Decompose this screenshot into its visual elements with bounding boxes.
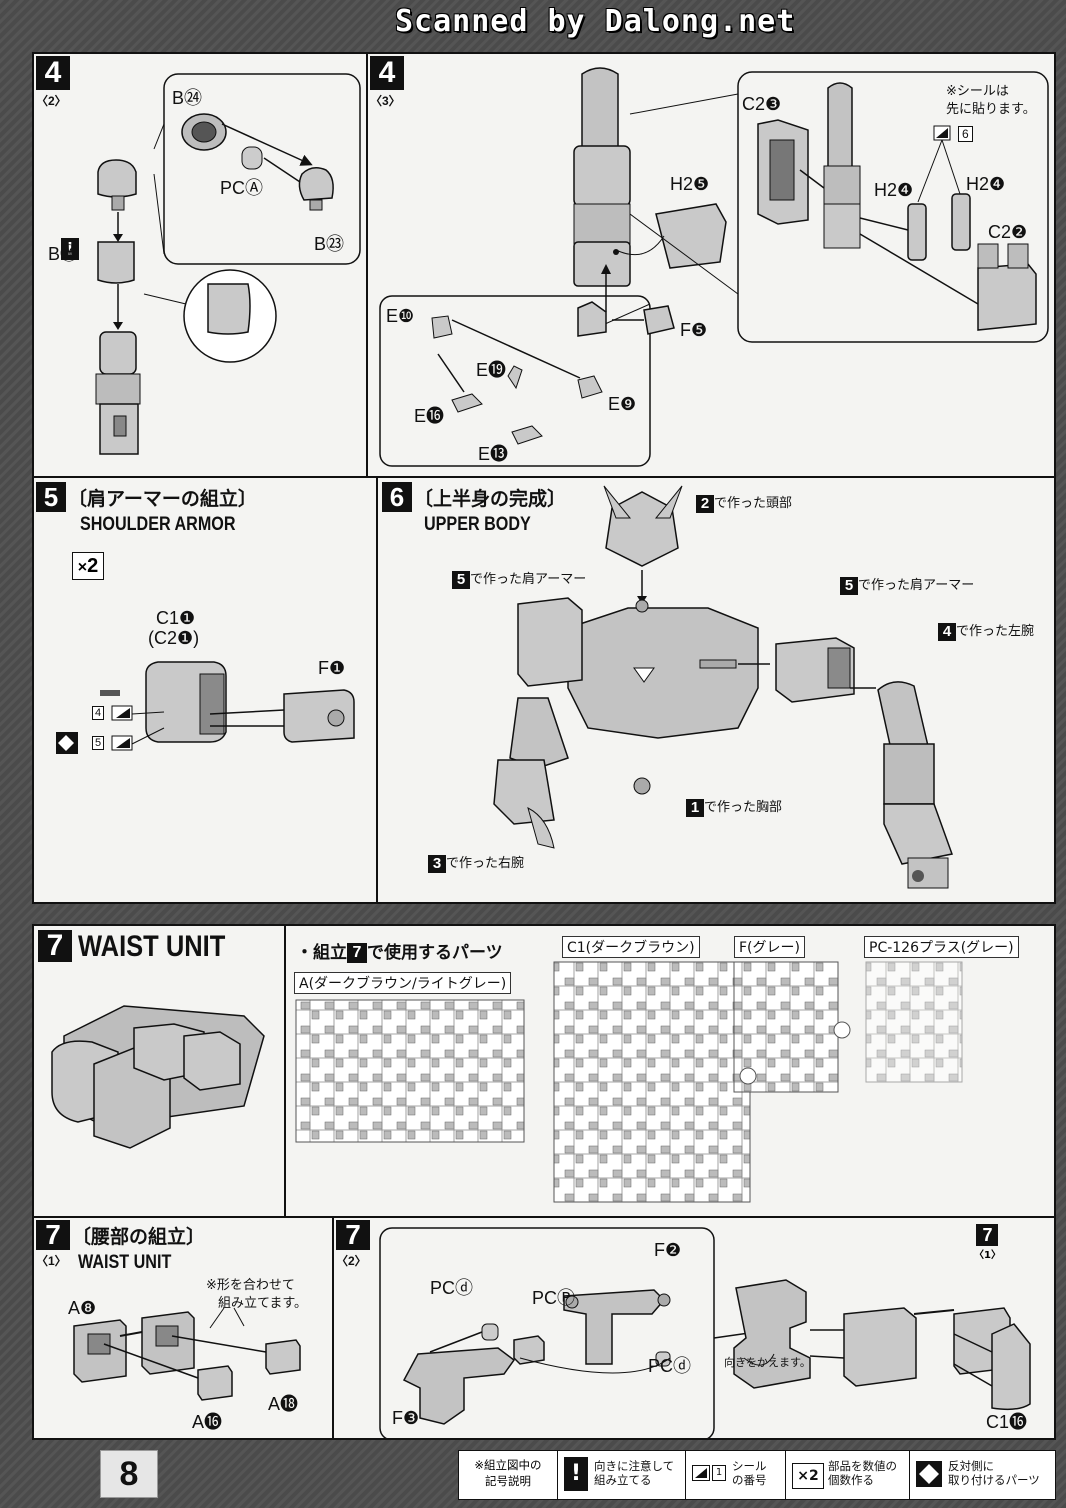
step-6-illustration: [493, 485, 954, 889]
part-label-a8: A❽: [68, 1298, 97, 1318]
multiplier-icon: ×2: [792, 1463, 824, 1489]
shape-note-line2: 組み立てます。: [218, 1296, 308, 1311]
step-7-2-panel: 7 〈2〉: [332, 1216, 1056, 1440]
runner-sheets-illustration: [295, 961, 963, 1203]
part-label-c2-3: C2❸: [742, 94, 782, 114]
legend-multiplier: ×2 部品を数値の個数作る: [785, 1451, 910, 1499]
part-label-e13: E⓭: [478, 444, 509, 464]
opposite-side-icon: [916, 1461, 942, 1487]
step-4-2-panel: 4 〈2〉: [32, 52, 368, 478]
step-number: 7: [36, 1220, 70, 1250]
step-number: 7: [336, 1220, 370, 1250]
multiplier-value: 2: [87, 555, 99, 577]
part-label-pc-d-1: PCⓓ: [430, 1278, 474, 1298]
ref-step-7-1: 7 〈1〉: [974, 1224, 1001, 1261]
part-label-h2-4b: H2❹: [966, 174, 1006, 194]
step-number: 4: [36, 56, 70, 90]
step-7-2-illustration: [379, 1227, 1031, 1438]
part-label-c2-1: (C2❶): [148, 628, 200, 648]
sticker-number-5: 5: [92, 736, 105, 750]
waist-unit-illustration: [51, 1005, 265, 1149]
svg-text:!: !: [67, 239, 73, 259]
substep-label: 〈1〉: [36, 1254, 67, 1268]
step-number: 7: [38, 930, 72, 962]
substep-label: 〈2〉: [36, 94, 67, 108]
legend-opposite-side: 反対側に取り付けるパーツ: [909, 1451, 1056, 1499]
scan-banner-text: Scanned by Dalong.net: [395, 4, 796, 39]
runner-c1-title: C1(ダークブラウン): [562, 936, 700, 958]
sticker-number: 6: [958, 126, 973, 142]
step-5-illustration: [56, 661, 355, 754]
part-label-e16: E⓰: [414, 406, 445, 426]
part-label-e9: E❾: [608, 394, 637, 414]
runner-a-title: A(ダークブラウン/ライトグレー): [294, 972, 512, 994]
step-7-1-illustration: [73, 1307, 301, 1401]
part-label-f2: F❷: [654, 1240, 682, 1260]
legend-sticker: 1 シールの番号: [685, 1451, 786, 1499]
legend-orientation: ! 向きに注意して組み立てる: [557, 1451, 686, 1499]
step-4-3-illustration: [379, 67, 1049, 467]
step-number: 4: [370, 56, 404, 90]
step-6-panel: 6 〔上半身の完成〕 UPPER BODY: [376, 476, 1056, 904]
part-label-pc-p: PCⓅ: [532, 1288, 576, 1308]
part-label-b20: B⑳: [48, 244, 79, 264]
part-label-a18: A⓲: [268, 1394, 299, 1414]
sticker-icon: [692, 1465, 710, 1481]
sticker-number-4: 4: [92, 706, 105, 720]
step-title-jp: 〔腰部の組立〕: [72, 1226, 206, 1248]
part-label-c1-16: C1⓰: [986, 1412, 1028, 1432]
part-label-c1-1: C1❶: [156, 608, 196, 628]
legend-title: ※組立図中の 記号説明: [474, 1458, 542, 1488]
step-title-jp: 〔上半身の完成〕: [414, 488, 567, 510]
runner-pc126-title: PC-126プラス(グレー): [864, 936, 1019, 958]
sticker-note-line1: ※シールは: [946, 84, 1009, 99]
step-title-en: WAIST UNIT: [78, 930, 226, 963]
runner-f-title: F(グレー): [734, 936, 805, 958]
part-label-e10: E❿: [386, 306, 415, 326]
waist-divider: [284, 926, 286, 1216]
warning-icon: !: [564, 1457, 588, 1491]
part-label-h2-4a: H2❹: [874, 180, 914, 200]
sticker-note-line2: 先に貼ります。: [946, 102, 1036, 117]
turn-note: 向きをかえます。: [724, 1356, 811, 1369]
part-label-pc-d-2: PCⓓ: [648, 1356, 692, 1376]
part-label-f3: F❸: [392, 1408, 420, 1428]
scan-banner: Scanned by Dalong.net: [0, 0, 1066, 40]
step-5-panel: 5 〔肩アーマーの組立〕 SHOULDER ARMOR ×2 C1❶ (C2❶)…: [32, 476, 378, 904]
multiplier-badge: ×2: [72, 552, 104, 580]
part-label-e19: E⓳: [476, 360, 507, 380]
part-label-b23: B㉓: [314, 234, 345, 254]
substep-label: 〈2〉: [336, 1254, 367, 1268]
substep-label: 〈3〉: [370, 94, 401, 108]
part-label-b24: B㉔: [172, 88, 203, 108]
step-title-jp: 〔肩アーマーの組立〕: [68, 488, 257, 510]
part-label-h2-5: H2❺: [670, 174, 710, 194]
part-label-f1: F❶: [318, 658, 346, 678]
step-title-en: UPPER BODY: [424, 514, 531, 535]
step-number: 5: [36, 482, 66, 512]
step-4-2-illustration: !: [61, 73, 361, 455]
part-label-a16: A⓰: [192, 1412, 223, 1432]
step-number: 6: [382, 482, 412, 512]
step-4-3-panel: 4 〈3〉: [366, 52, 1056, 478]
part-label-f5: F❺: [680, 320, 708, 340]
step-7-1-panel: 7 〈1〉 〔腰部の組立〕 WAIST UNIT ※形を合わせて 組み立てます。…: [32, 1216, 368, 1440]
part-label-c2-2: C2❷: [988, 222, 1028, 242]
step-title-en: SHOULDER ARMOR: [80, 514, 236, 535]
step-title-en: WAIST UNIT: [78, 1252, 172, 1273]
shape-note-line1: ※形を合わせて: [206, 1278, 295, 1293]
sticker-number-icon: 1: [712, 1465, 726, 1481]
symbol-legend: ※組立図中の 記号説明 ! 向きに注意して組み立てる 1 シールの番号 ×2 部…: [458, 1450, 1056, 1500]
page-number: 8: [100, 1450, 158, 1498]
part-label-pc-a: PCⒶ: [220, 178, 264, 198]
